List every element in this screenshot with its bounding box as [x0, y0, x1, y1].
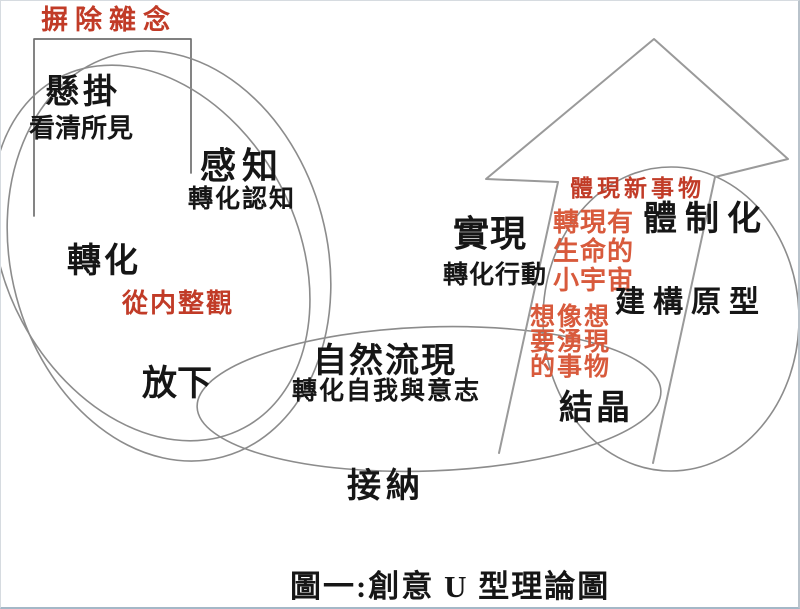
stage-prototyping: 建構原型 — [615, 286, 767, 319]
right-ellipse — [542, 166, 798, 472]
stage-crystallizing: 結晶 — [559, 390, 633, 427]
bottom-center-ellipse — [196, 325, 662, 473]
red-note-living-microcosm: 轉現有生命的小宇宙 — [553, 208, 635, 295]
figure-caption: 圖一:創意 U 型理論圖 — [290, 569, 611, 604]
stage-transforming: 轉化 — [67, 243, 141, 280]
stage-suspending: 懸掛 — [45, 74, 121, 111]
stage-sensing: 感知 — [200, 146, 285, 186]
sub-transform-cognition: 轉化認知 — [188, 186, 297, 213]
stage-institutionalizing: 體制化 — [643, 201, 769, 238]
stage-realizing: 實現 — [453, 214, 528, 254]
sub-transform-self-will: 轉化自我與意志 — [292, 378, 482, 405]
left-outer-ellipse — [6, 50, 332, 462]
red-note-clear-distractions: 摒除雜念 — [41, 5, 177, 35]
stage-accepting: 接納 — [347, 468, 425, 505]
red-note-imagine-emerging: 想像想要湧現的事物 — [530, 304, 612, 381]
red-note-observe-within: 從内整觀 — [122, 289, 235, 318]
up-arrow — [485, 38, 789, 464]
stage-letting-go: 放下 — [142, 364, 213, 403]
red-note-embody-new-things: 體現新事物 — [570, 176, 705, 201]
stage-presencing: 自然流現 — [313, 343, 457, 380]
left-inner-ellipse — [1, 64, 311, 442]
sub-see-clearly: 看清所見 — [29, 114, 134, 143]
sub-transform-action: 轉化行動 — [443, 262, 548, 289]
top-left-box-outline — [33, 38, 192, 217]
